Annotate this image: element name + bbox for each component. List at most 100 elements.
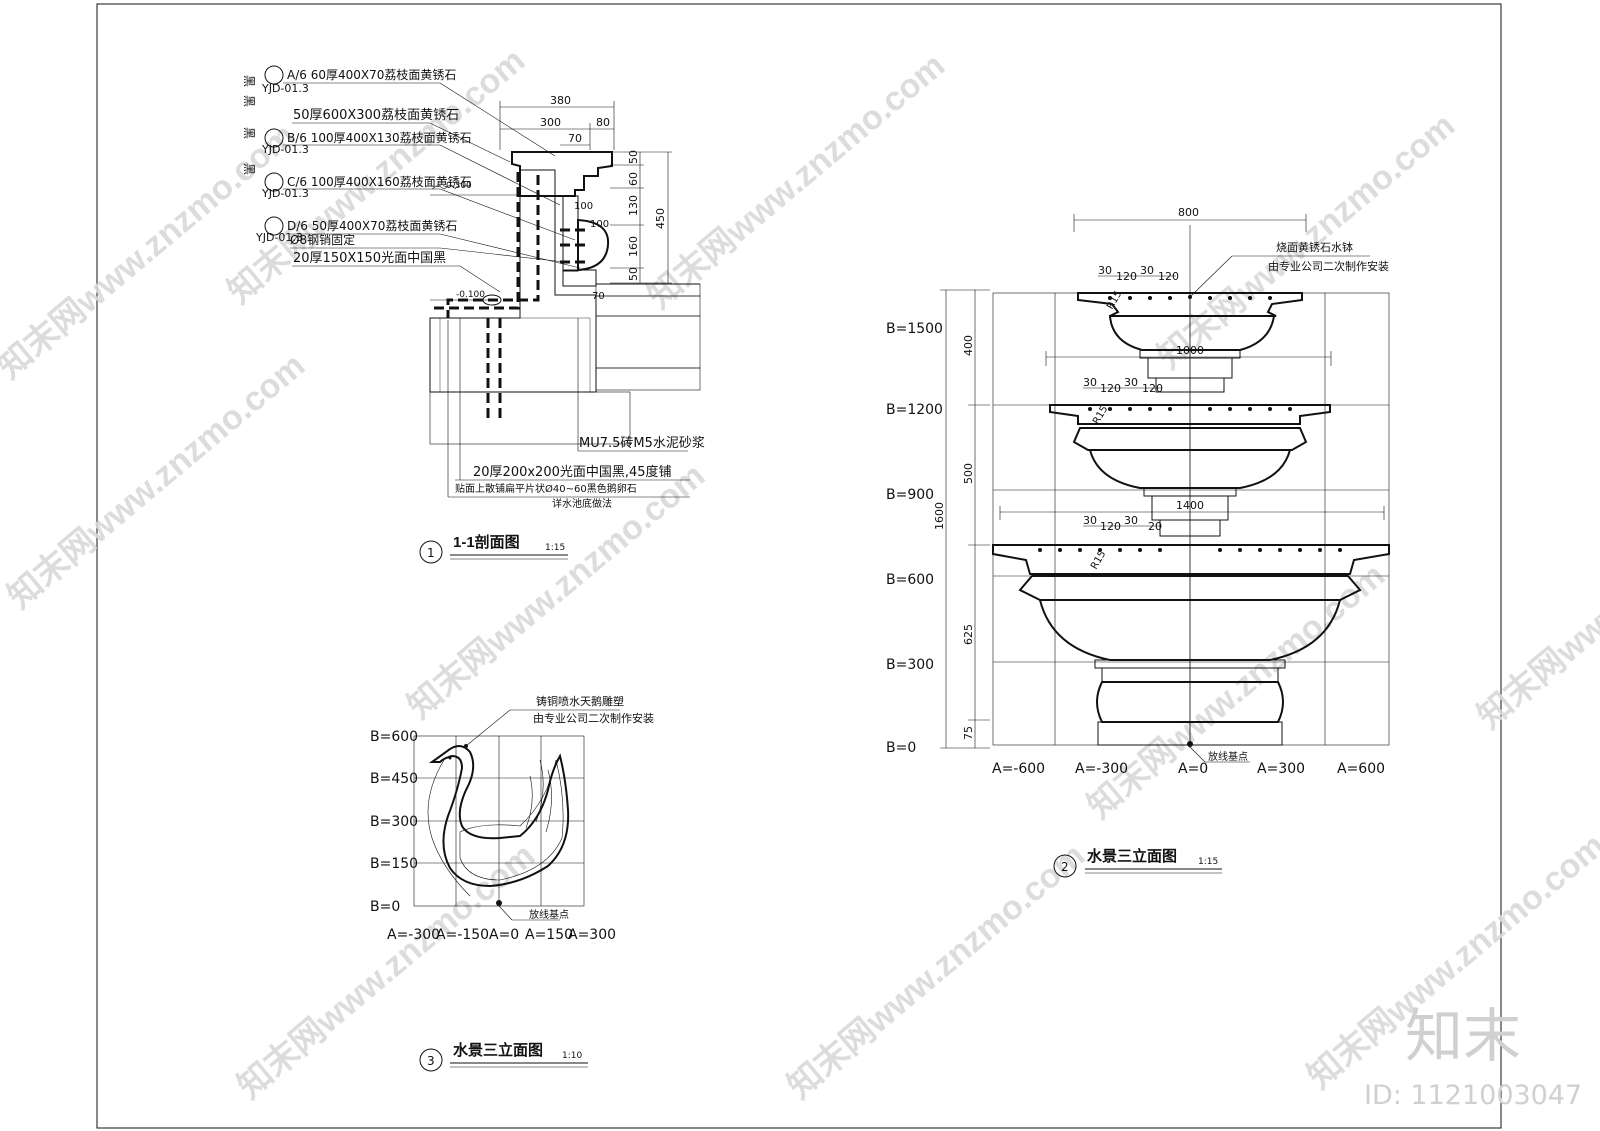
svg-text:3: 3 — [427, 1054, 435, 1068]
svg-text:80: 80 — [596, 116, 610, 129]
svg-text:YJD-01.3: YJD-01.3 — [261, 143, 309, 156]
svg-text:A=300: A=300 — [568, 927, 616, 943]
svg-text:2: 2 — [1061, 860, 1069, 874]
svg-text:50: 50 — [627, 150, 640, 164]
svg-text:A=600: A=600 — [1337, 761, 1385, 777]
svg-text:烧面黄锈石水钵: 烧面黄锈石水钵 — [1276, 240, 1353, 254]
svg-text:A=-300: A=-300 — [387, 927, 440, 943]
svg-text:知末网www.znzmo.com: 知末网www.znzmo.com — [1, 346, 312, 616]
svg-text:380: 380 — [550, 94, 571, 107]
svg-text:120: 120 — [1158, 270, 1179, 283]
section-1-detail: 黑 黑 黑 黑 A/6 60厚400X70荔枝面黄锈石 YJD-01.3 50厚… — [242, 65, 705, 564]
svg-text:800: 800 — [1178, 206, 1199, 219]
svg-text:500: 500 — [962, 463, 975, 484]
svg-text:-0.100: -0.100 — [456, 290, 485, 300]
svg-text:黑: 黑 — [242, 95, 256, 107]
svg-text:B=1200: B=1200 — [886, 402, 943, 418]
svg-text:20厚150X150光面中国黑: 20厚150X150光面中国黑 — [293, 251, 446, 266]
svg-text:B=600: B=600 — [886, 572, 934, 588]
svg-text:B=300: B=300 — [886, 657, 934, 673]
svg-text:50: 50 — [627, 267, 640, 281]
svg-text:1-1剖面图: 1-1剖面图 — [453, 533, 520, 551]
svg-text:20: 20 — [1148, 520, 1162, 533]
svg-text:A=300: A=300 — [1257, 761, 1305, 777]
svg-text:知末网www.znzmo.com: 知末网www.znzmo.com — [401, 456, 712, 726]
svg-text:由专业公司二次制作安装: 由专业公司二次制作安装 — [1268, 259, 1389, 273]
svg-text:A=150: A=150 — [525, 927, 573, 943]
svg-text:贴面上散铺扁平片状Ø40~60黑色鹅卵石: 贴面上散铺扁平片状Ø40~60黑色鹅卵石 — [455, 482, 637, 495]
svg-text:A=0: A=0 — [1178, 761, 1208, 777]
svg-text:120: 120 — [1100, 382, 1121, 395]
svg-text:B=900: B=900 — [886, 487, 934, 503]
svg-text:水景三立面图: 水景三立面图 — [453, 1041, 543, 1059]
svg-text:60: 60 — [627, 172, 640, 186]
svg-text:水景三立面图: 水景三立面图 — [1087, 847, 1177, 865]
svg-text:70: 70 — [568, 132, 582, 145]
sheet-frame — [96, 3, 1502, 1129]
swan-icon — [428, 745, 570, 888]
svg-text:详水池底做法: 详水池底做法 — [552, 497, 612, 510]
brand-watermark: 知末 ID: 1121003047 — [1364, 1002, 1582, 1111]
svg-text:100: 100 — [574, 201, 593, 212]
svg-text:黑: 黑 — [242, 127, 256, 139]
svg-text:MU7.5砖M5水泥砂浆: MU7.5砖M5水泥砂浆 — [579, 436, 705, 451]
svg-text:30: 30 — [1124, 514, 1138, 527]
svg-text:知末网www.znzmo.com: 知末网www.znzmo.com — [1471, 466, 1600, 736]
svg-text:B=0: B=0 — [370, 899, 400, 915]
svg-text:放线基点: 放线基点 — [529, 908, 569, 921]
section-3-swan-elevation: B=600 B=450 B=300 B=150 B=0 A=-300 A=-15… — [370, 694, 654, 1072]
svg-text:120: 120 — [1142, 382, 1163, 395]
svg-text:A/6 60厚400X70荔枝面黄锈石: A/6 60厚400X70荔枝面黄锈石 — [287, 67, 456, 82]
svg-text:120: 120 — [1116, 270, 1137, 283]
svg-text:30: 30 — [1124, 376, 1138, 389]
svg-text:450: 450 — [654, 208, 667, 229]
svg-text:A=0: A=0 — [489, 927, 519, 943]
svg-text:B=1500: B=1500 — [886, 321, 943, 337]
svg-text:B=450: B=450 — [370, 771, 418, 787]
svg-text:120: 120 — [1100, 520, 1121, 533]
svg-text:1:15: 1:15 — [1198, 857, 1218, 867]
svg-text:B=300: B=300 — [370, 814, 418, 830]
svg-text:黑: 黑 — [242, 75, 256, 87]
svg-text:A=-600: A=-600 — [992, 761, 1045, 777]
svg-text:70: 70 — [592, 291, 605, 302]
svg-text:400: 400 — [962, 335, 975, 356]
svg-text:由专业公司二次制作安装: 由专业公司二次制作安装 — [533, 711, 654, 725]
svg-text:C/6 100厚400X160荔枝面黄锈石: C/6 100厚400X160荔枝面黄锈石 — [287, 174, 472, 189]
svg-text:160: 160 — [627, 236, 640, 257]
svg-text:1:15: 1:15 — [545, 543, 565, 553]
svg-text:放线基点: 放线基点 — [1208, 750, 1248, 763]
svg-text:100: 100 — [590, 219, 609, 230]
svg-text:30: 30 — [1098, 264, 1112, 277]
svg-text:20厚200x200光面中国黑,45度铺: 20厚200x200光面中国黑,45度铺 — [473, 464, 672, 480]
svg-text:YJD-01.3: YJD-01.3 — [261, 82, 309, 95]
svg-text:Ø8钢销固定: Ø8钢销固定 — [290, 232, 355, 247]
svg-text:B=600: B=600 — [370, 729, 418, 745]
svg-text:30: 30 — [1140, 264, 1154, 277]
svg-text:ID: 1121003047: ID: 1121003047 — [1364, 1080, 1582, 1111]
svg-text:1:10: 1:10 — [562, 1051, 582, 1061]
svg-text:R15: R15 — [1089, 549, 1108, 572]
svg-text:0.300: 0.300 — [446, 181, 472, 191]
svg-text:1600: 1600 — [933, 502, 946, 530]
svg-text:YJD-01.3: YJD-01.3 — [261, 187, 309, 200]
svg-text:625: 625 — [962, 624, 975, 645]
svg-text:知末网www.znzmo.com: 知末网www.znzmo.com — [641, 46, 952, 316]
svg-text:300: 300 — [540, 116, 561, 129]
svg-text:75: 75 — [962, 726, 975, 740]
svg-text:50厚600X300荔枝面黄锈石: 50厚600X300荔枝面黄锈石 — [293, 108, 459, 123]
svg-text:B/6 100厚400X130荔枝面黄锈石: B/6 100厚400X130荔枝面黄锈石 — [287, 130, 472, 145]
svg-text:B=0: B=0 — [886, 740, 916, 756]
svg-text:知末网www.znzmo.com: 知末网www.znzmo.com — [231, 836, 542, 1106]
svg-text:30: 30 — [1083, 514, 1097, 527]
svg-text:D/6 50厚400X70荔枝面黄锈石: D/6 50厚400X70荔枝面黄锈石 — [287, 218, 457, 233]
svg-text:A=-150: A=-150 — [436, 927, 489, 943]
svg-text:1: 1 — [427, 546, 435, 560]
svg-text:130: 130 — [627, 195, 640, 216]
svg-text:30: 30 — [1083, 376, 1097, 389]
svg-text:B=150: B=150 — [370, 856, 418, 872]
svg-text:知末: 知末 — [1405, 1002, 1521, 1070]
svg-text:铸铜喷水天鹅雕塑: 铸铜喷水天鹅雕塑 — [536, 694, 624, 708]
svg-text:黑: 黑 — [242, 163, 256, 175]
